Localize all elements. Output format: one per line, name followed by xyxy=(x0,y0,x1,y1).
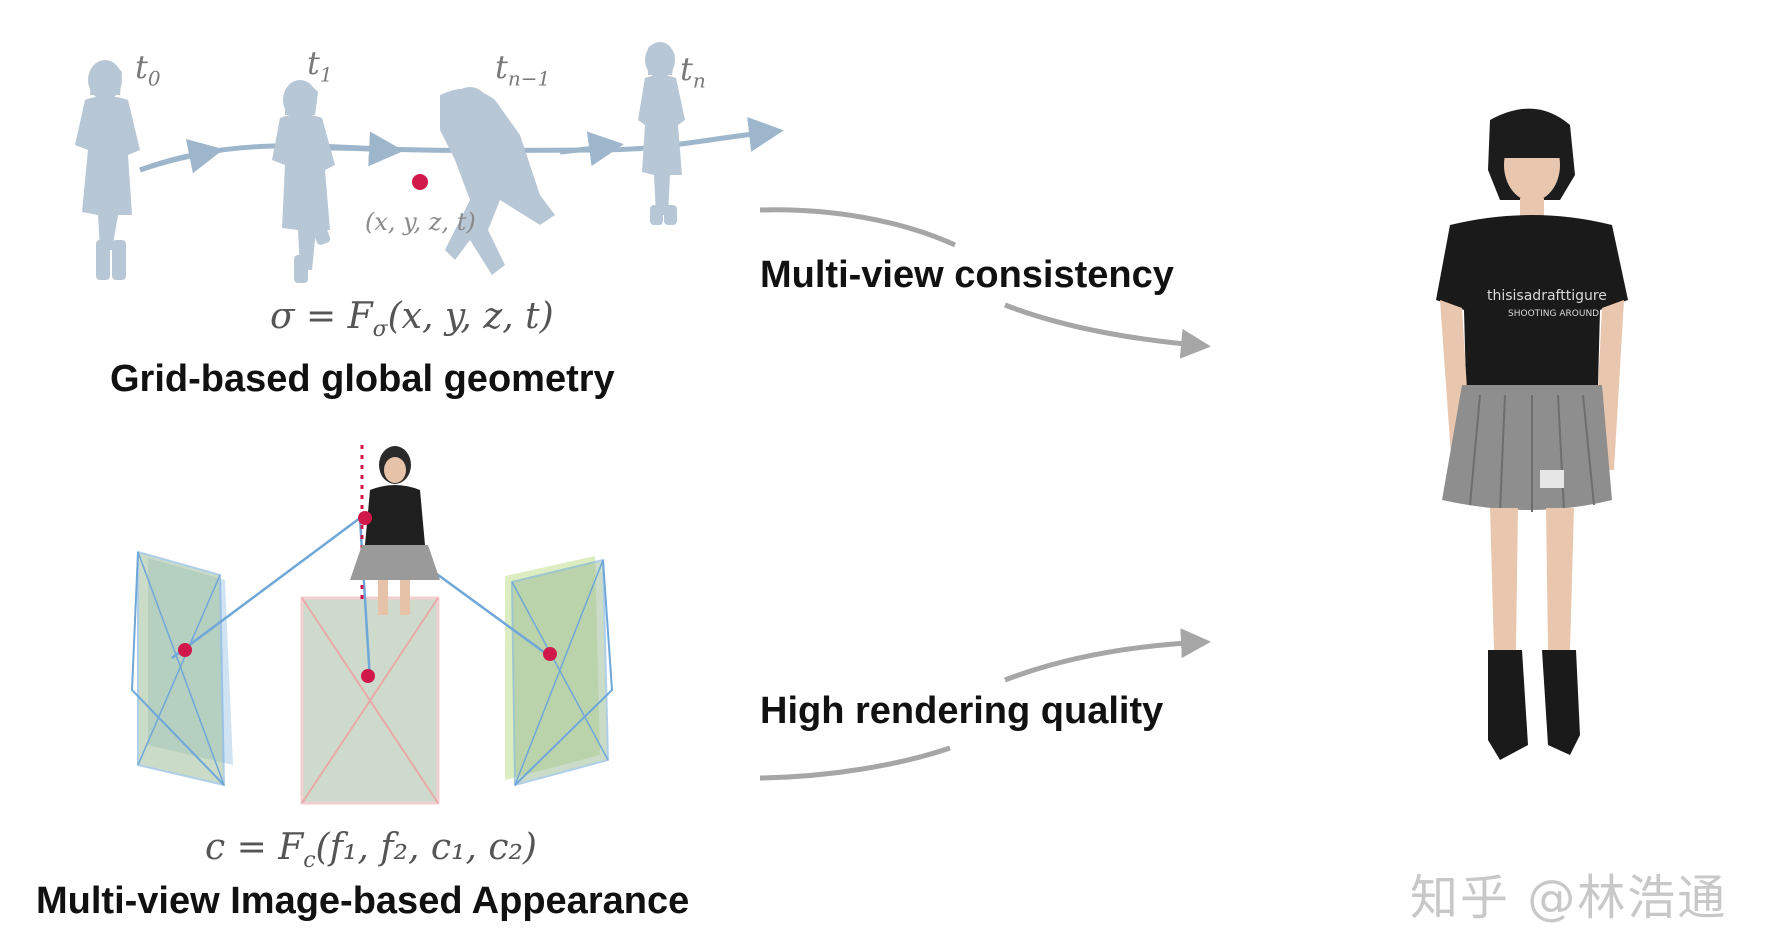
figure-t0 xyxy=(75,60,140,280)
time-label-tn: tn xyxy=(680,50,706,93)
projected-point-mid xyxy=(361,669,375,683)
center-camera-plane xyxy=(300,596,440,805)
figure-t1 xyxy=(272,80,335,283)
rendered-subject: thisisadrafttigure SHOOTING AROUND xyxy=(1436,108,1628,760)
svg-text:SHOOTING AROUND: SHOOTING AROUND xyxy=(1508,309,1599,319)
projected-point-right xyxy=(543,647,557,661)
subject-figure xyxy=(350,445,440,615)
right-camera-plane xyxy=(505,556,614,787)
time-label-t1: t1 xyxy=(307,44,333,87)
geometry-caption: Grid-based global geometry xyxy=(110,358,615,400)
high-rendering-quality-label: High rendering quality xyxy=(760,690,1164,732)
projected-point-left xyxy=(178,643,192,657)
figure-tn-1 xyxy=(440,87,555,275)
appearance-caption: Multi-view Image-based Appearance xyxy=(36,880,690,922)
svg-text:thisisadrafttigure: thisisadrafttigure xyxy=(1487,288,1607,304)
figure-tn xyxy=(638,42,685,225)
top-arrow xyxy=(759,207,1211,359)
left-camera-plane xyxy=(130,550,233,787)
time-label-tn-1: tn−1 xyxy=(495,48,551,91)
projected-point-center xyxy=(358,511,372,525)
bottom-arrow xyxy=(759,628,1211,781)
watermark: 知乎 @林浩通 xyxy=(1410,870,1728,926)
point-label: (x, y, z, t) xyxy=(365,208,476,236)
sample-point xyxy=(412,174,428,190)
time-label-t0: t0 xyxy=(135,48,161,91)
multi-view-consistency-label: Multi-view consistency xyxy=(760,254,1174,296)
geometry-formula: σ = Fσ(x, y, z, t) xyxy=(270,296,554,343)
appearance-formula: c = Fc(f₁, f₂, c₁, c₂) xyxy=(205,827,537,874)
